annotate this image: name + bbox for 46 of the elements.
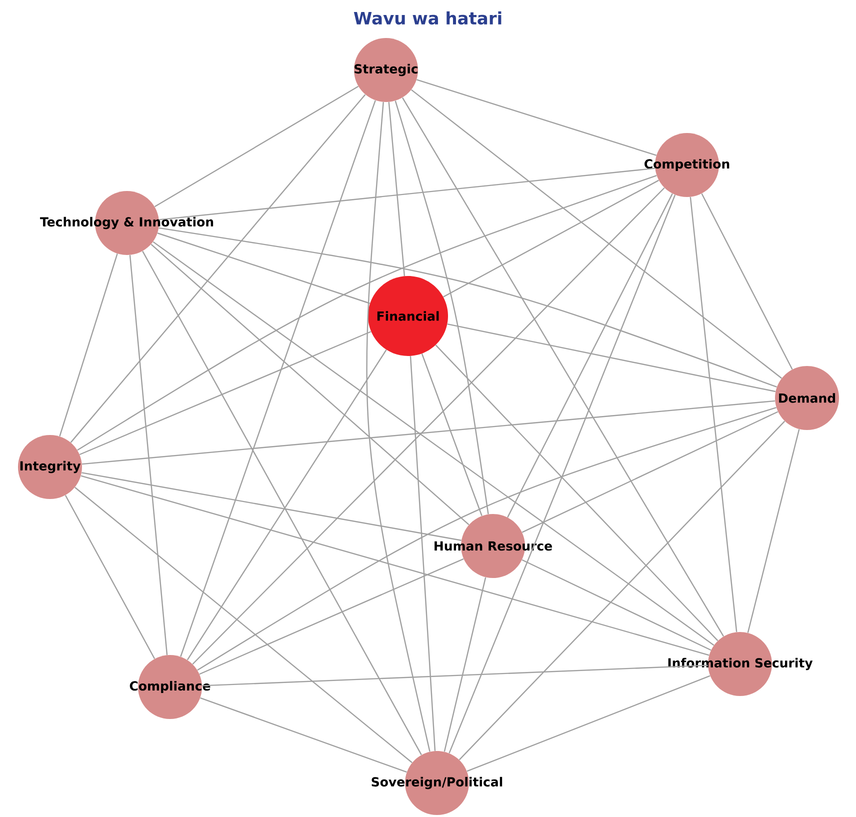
edge-line (507, 193, 673, 518)
edge-line (411, 89, 782, 379)
edge-line (690, 196, 738, 632)
edge-line (158, 227, 777, 388)
edge-line (152, 241, 714, 646)
edge-line (435, 344, 718, 642)
edge-line (197, 406, 776, 671)
edge-line (200, 697, 407, 773)
edge-line (158, 168, 656, 220)
edge-line (82, 472, 462, 541)
edge-line (157, 232, 370, 304)
edge-line (522, 559, 712, 651)
edge-line (366, 102, 430, 752)
edge-line (448, 194, 676, 754)
edge-line (79, 331, 372, 456)
edge-line (186, 350, 387, 660)
edge-line (402, 97, 724, 637)
edge-line (421, 354, 482, 516)
edge-line (458, 420, 786, 760)
edge-line (747, 429, 800, 633)
title: Wavu wa hatari (354, 11, 502, 25)
edge-line (129, 255, 168, 655)
edge-line (180, 100, 376, 657)
edge-line (701, 193, 793, 370)
edge-line (64, 494, 156, 660)
edge-line (466, 675, 710, 772)
edge-line (416, 79, 656, 156)
edge-line (388, 102, 406, 276)
edge-line (82, 400, 775, 465)
edge-line (199, 558, 464, 675)
edge-line (410, 356, 436, 751)
edge-line (202, 664, 708, 686)
edge-line (522, 411, 778, 533)
edge-line (154, 86, 359, 208)
edge-line (150, 244, 470, 526)
edge-line (70, 94, 366, 443)
edge-line (77, 174, 657, 451)
edge-line (192, 187, 665, 665)
edge-line (80, 475, 710, 656)
edge-line (447, 324, 776, 392)
edge-line (142, 250, 422, 756)
edge-line (59, 254, 118, 436)
edge-line (443, 180, 659, 298)
edge-line (394, 100, 489, 514)
edge-line (444, 577, 486, 752)
edge-line (74, 486, 412, 764)
